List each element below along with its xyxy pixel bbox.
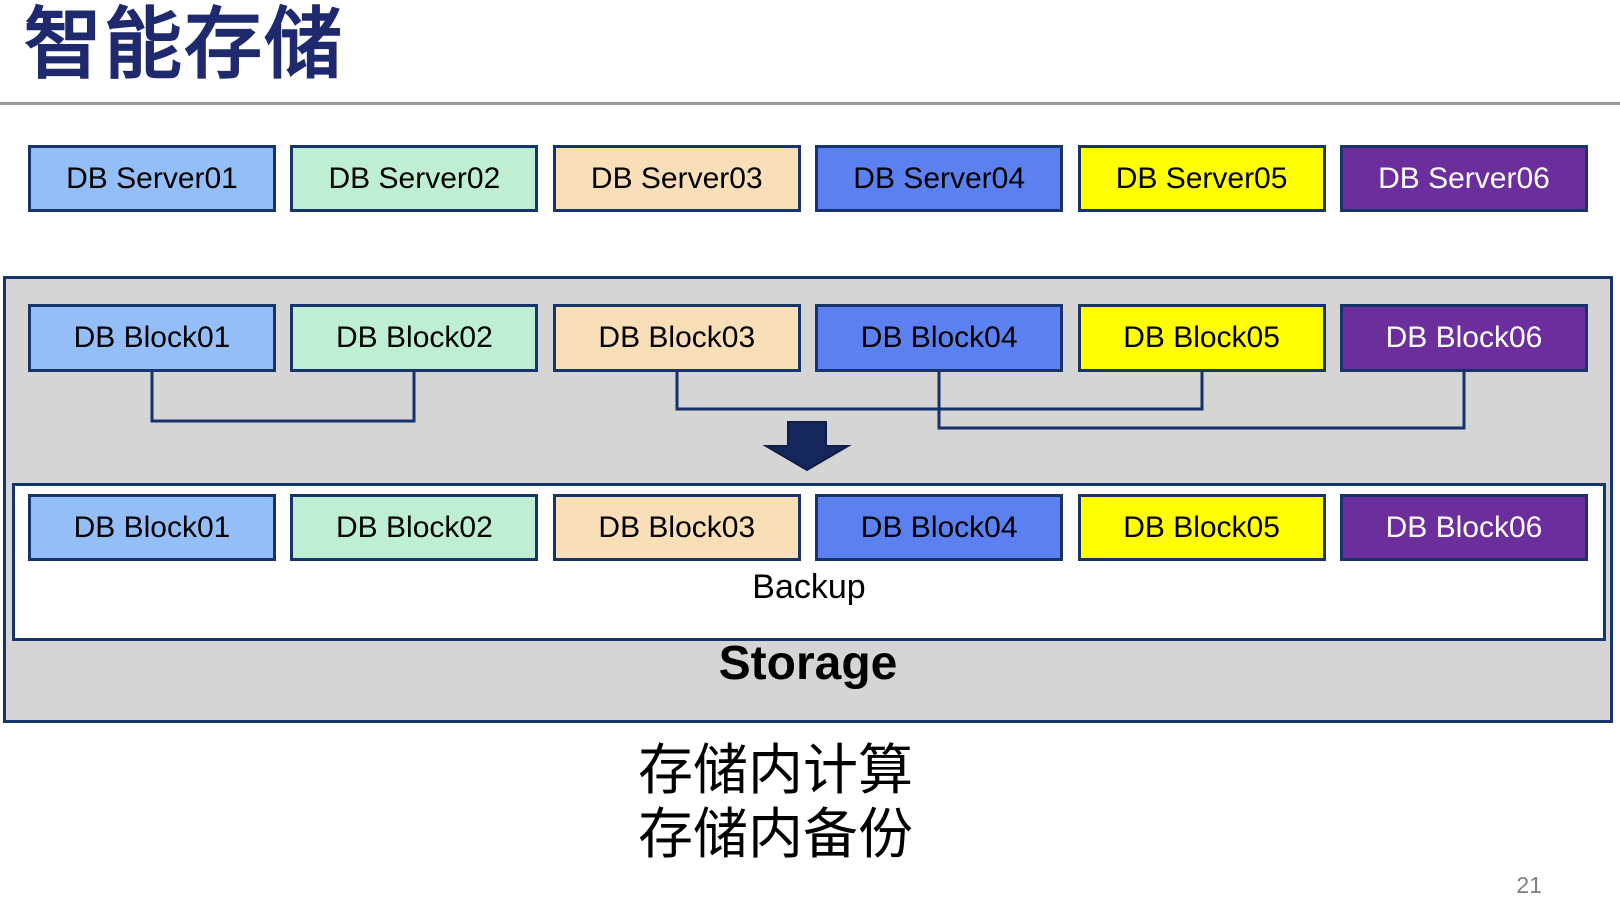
- db-block05-top-box: DB Block05: [1077, 304, 1326, 372]
- db-block06-bottom-box: DB Block06: [1339, 494, 1588, 561]
- page-number: 21: [1516, 872, 1542, 898]
- db-server05-box: DB Server05: [1077, 145, 1326, 212]
- bracket-blocks-4-6: [937, 372, 1466, 430]
- db-server06-box: DB Server06: [1339, 145, 1588, 212]
- db-block01-top-box: DB Block01: [28, 304, 276, 372]
- connector-lines: [150, 372, 1466, 472]
- notes: 存储内计算 存储内备份: [638, 738, 913, 866]
- db-block04-bottom-box: DB Block04: [815, 494, 1064, 561]
- db-server-row: DB Server01 DB Server02 DB Server03 DB S…: [28, 145, 1588, 212]
- storage-label: Storage: [718, 637, 898, 690]
- db-block01-bottom-box: DB Block01: [28, 494, 276, 561]
- db-server02-box: DB Server02: [290, 145, 539, 212]
- page-title: 智能存储: [24, 0, 345, 88]
- note-line-1: 存储内计算: [638, 739, 914, 801]
- db-block06-top-box: DB Block06: [1339, 304, 1588, 372]
- title-divider: [0, 102, 1620, 105]
- down-arrow-icon: [762, 421, 852, 472]
- db-block04-top-box: DB Block04: [815, 304, 1064, 372]
- db-block-row-top: DB Block01 DB Block02 DB Block03 DB Bloc…: [28, 304, 1588, 372]
- db-block05-bottom-box: DB Block05: [1077, 494, 1326, 561]
- db-server04-box: DB Server04: [815, 145, 1064, 212]
- db-server03-box: DB Server03: [552, 145, 801, 212]
- db-block02-top-box: DB Block02: [290, 304, 539, 372]
- db-server01-box: DB Server01: [28, 145, 276, 212]
- note-line-2: 存储内备份: [638, 803, 914, 865]
- db-block03-bottom-box: DB Block03: [552, 494, 801, 561]
- db-block-row-bottom: DB Block01 DB Block02 DB Block03 DB Bloc…: [28, 494, 1588, 561]
- db-block02-bottom-box: DB Block02: [290, 494, 539, 561]
- backup-label: Backup: [752, 568, 866, 606]
- db-block03-top-box: DB Block03: [552, 304, 801, 372]
- bracket-blocks-1-2: [150, 372, 416, 423]
